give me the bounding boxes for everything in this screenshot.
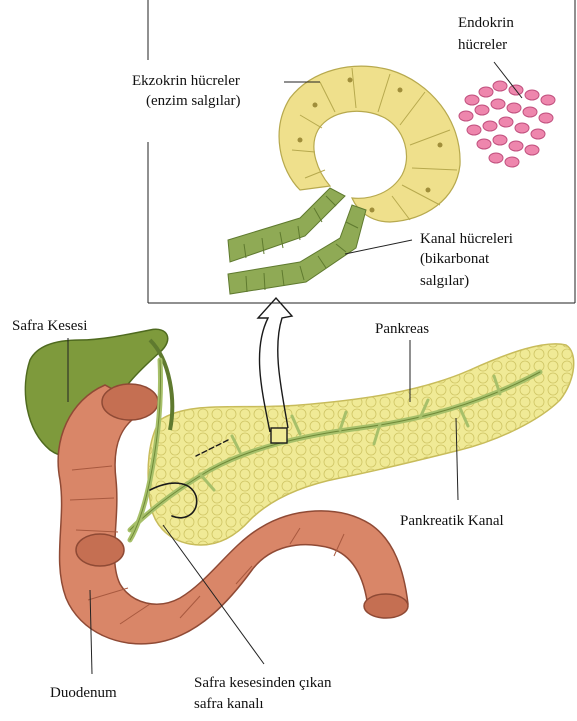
label-duct-cells-line2: (bikarbonat [420,250,489,269]
label-exocrine-line2: (enzim salgılar) [146,92,241,111]
label-pancreas: Pankreas [375,320,429,339]
label-duct-cells-line1: Kanal hücreleri [420,230,513,249]
label-duct-cells-line3: salgılar) [420,272,469,291]
endocrine-cluster [459,81,555,167]
label-exocrine-line1: Ekzokrin hücreler [132,72,240,91]
label-pancreatic-duct: Pankreatik Kanal [400,512,504,531]
label-duodenum: Duodenum [50,684,117,703]
exocrine-acinus [279,66,460,222]
label-bile-duct-line2: safra kanalı [194,695,264,714]
duct-cells [228,188,366,294]
pancreas [148,344,574,545]
inset-frame [148,0,575,303]
label-endocrine-line1: Endokrin [458,14,514,33]
label-endocrine-line2: hücreler [458,36,507,55]
label-bile-duct-line1: Safra kesesinden çıkan [194,674,331,693]
label-gallbladder: Safra Kesesi [12,317,87,336]
